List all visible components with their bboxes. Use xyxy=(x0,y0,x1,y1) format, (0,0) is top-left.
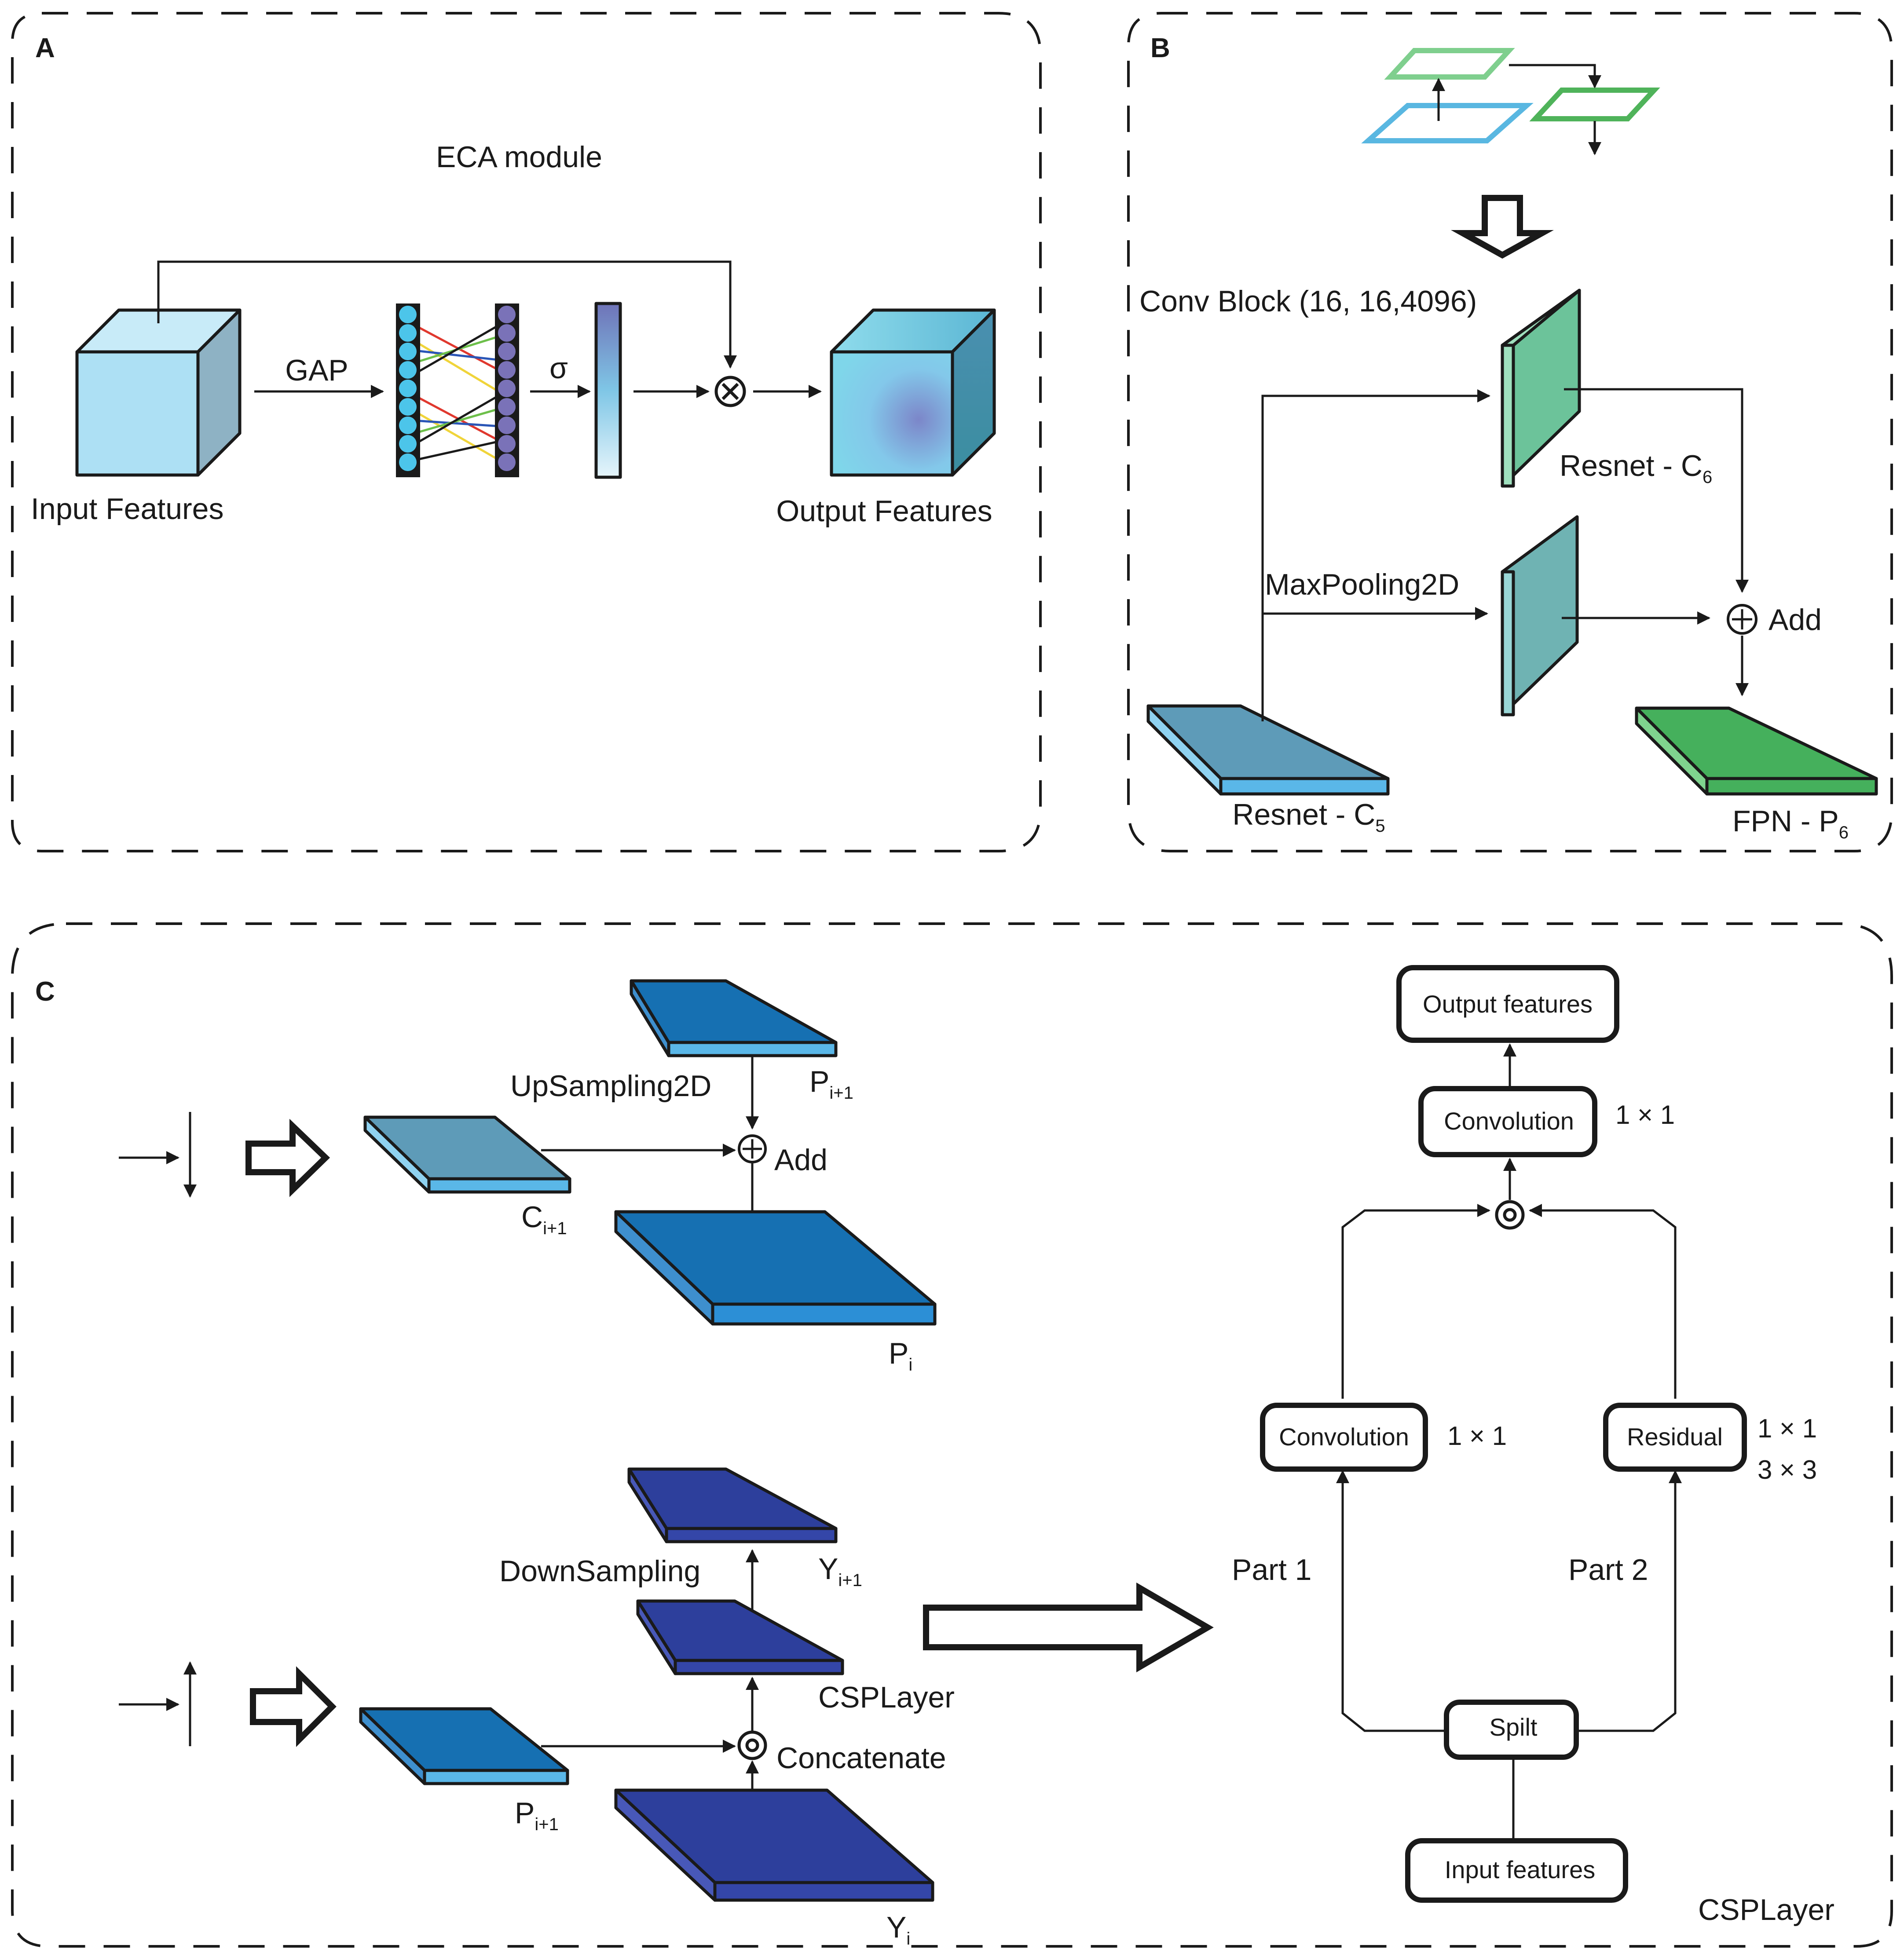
fpn-p6-layer xyxy=(1635,706,1878,796)
svg-text:Residual: Residual xyxy=(1627,1423,1723,1451)
fpn-p6-label: FPN - P6 xyxy=(1732,804,1849,842)
p-next-bottom-layer xyxy=(359,1707,569,1785)
csp-concat-operator-icon xyxy=(1495,1200,1525,1230)
bottom-up-legend-icon xyxy=(119,1661,197,1746)
input-features-cube xyxy=(75,308,242,477)
big-hollow-right-arrow-icon xyxy=(923,1582,1214,1673)
concatenate-label: Concatenate xyxy=(776,1741,946,1775)
top-add-operator-icon xyxy=(738,1134,767,1163)
c5-to-c6-arrow xyxy=(1261,389,1490,721)
downsampling-label: DownSampling xyxy=(499,1554,700,1588)
p-next-top-label: Pi+1 xyxy=(809,1065,853,1103)
residual-kernel-1-label: 1 × 1 xyxy=(1758,1414,1817,1443)
y-i-label: Yi xyxy=(886,1911,910,1949)
p-next-top-layer xyxy=(630,979,838,1057)
gap-label: GAP xyxy=(285,354,348,387)
residual-kernel-2-label: 3 × 3 xyxy=(1758,1455,1817,1484)
conv-block-label: Conv Block (16, 16,4096) xyxy=(1139,285,1477,318)
panel-b-letter: B xyxy=(1150,33,1170,63)
sigma-label: σ xyxy=(549,351,568,385)
resnet-c5-label: Resnet - C5 xyxy=(1232,798,1385,836)
add-label: Add xyxy=(1769,603,1822,636)
c-next-label: Ci+1 xyxy=(521,1200,567,1238)
fully-connected-lines xyxy=(406,320,507,465)
hollow-down-arrow-icon xyxy=(1450,195,1554,259)
panel-c-frame xyxy=(11,922,1893,1948)
eca-module-title: ECA module xyxy=(436,140,602,174)
input-neuron-column xyxy=(396,303,420,477)
c6-to-add-arrow xyxy=(1564,388,1749,593)
c-next-layer xyxy=(363,1115,571,1194)
eca-skip-connection xyxy=(157,260,737,369)
resnet-c6-label: Resnet - C6 xyxy=(1560,449,1712,487)
part1-to-concat-arrow xyxy=(1341,1204,1490,1399)
csp-input-features-box: Input features xyxy=(1405,1838,1628,1903)
resnet-c5-layer xyxy=(1146,704,1390,796)
output-features-label: Output Features xyxy=(776,494,992,528)
upsampling-label: UpSampling2D xyxy=(510,1069,711,1103)
add-operator-icon xyxy=(1727,604,1758,635)
maxpool-label: MaxPooling2D xyxy=(1265,568,1459,601)
kernel-top-label: 1 × 1 xyxy=(1615,1100,1675,1130)
panel-a-frame xyxy=(11,12,1042,852)
csp-split-box: Spilt xyxy=(1444,1700,1579,1760)
svg-text:Convolution: Convolution xyxy=(1279,1423,1409,1451)
panel-c-letter: C xyxy=(35,976,55,1007)
panel-b-frame xyxy=(1127,12,1893,852)
split-to-part1-arrow xyxy=(1336,1470,1447,1732)
hollow-right-arrow-icon-2 xyxy=(250,1666,337,1747)
maxpool-layer xyxy=(1501,515,1579,717)
y-next-label: Yi+1 xyxy=(818,1552,862,1590)
output-neuron-column xyxy=(495,303,519,477)
multiply-operator-icon xyxy=(714,376,746,407)
y-next-layer xyxy=(627,1467,838,1543)
y-i-layer xyxy=(614,1788,934,1902)
part2-label: Part 2 xyxy=(1568,1553,1648,1587)
hollow-right-arrow-icon xyxy=(245,1119,330,1197)
csplayer-footer-label: CSPLayer xyxy=(1698,1893,1834,1927)
attention-weight-bar xyxy=(594,302,622,479)
top-down-legend-icon xyxy=(119,1112,197,1198)
top-add-label: Add xyxy=(774,1143,828,1177)
output-features-cube xyxy=(830,308,996,477)
svg-text:Input features: Input features xyxy=(1445,1856,1595,1883)
kernel-left-label: 1 × 1 xyxy=(1447,1421,1507,1451)
part1-label: Part 1 xyxy=(1232,1553,1311,1587)
fpn-legend-icon xyxy=(1361,48,1660,155)
csp-convolution-top-box: Convolution xyxy=(1418,1086,1597,1157)
resnet-c6-layer xyxy=(1501,289,1581,488)
svg-text:Convolution: Convolution xyxy=(1444,1107,1574,1135)
svg-text:Spilt: Spilt xyxy=(1490,1713,1538,1741)
input-features-label: Input Features xyxy=(31,492,223,526)
csp-output-features-box: Output features xyxy=(1396,965,1619,1043)
svg-text:Output features: Output features xyxy=(1423,990,1593,1018)
p-next-bottom-label: Pi+1 xyxy=(515,1796,559,1834)
part2-to-concat-arrow xyxy=(1529,1204,1677,1399)
csplayer-label: CSPLayer xyxy=(818,1681,955,1714)
p-i-label: Pi xyxy=(889,1337,912,1375)
split-to-part2-arrow xyxy=(1576,1470,1682,1732)
csp-residual-box: Residual xyxy=(1603,1403,1747,1472)
csp-convolution-left-box: Convolution xyxy=(1260,1403,1428,1472)
p-i-layer xyxy=(614,1210,937,1326)
csplayer-layer xyxy=(636,1599,844,1675)
panel-a-letter: A xyxy=(35,33,55,63)
concatenate-operator-icon xyxy=(737,1730,767,1760)
